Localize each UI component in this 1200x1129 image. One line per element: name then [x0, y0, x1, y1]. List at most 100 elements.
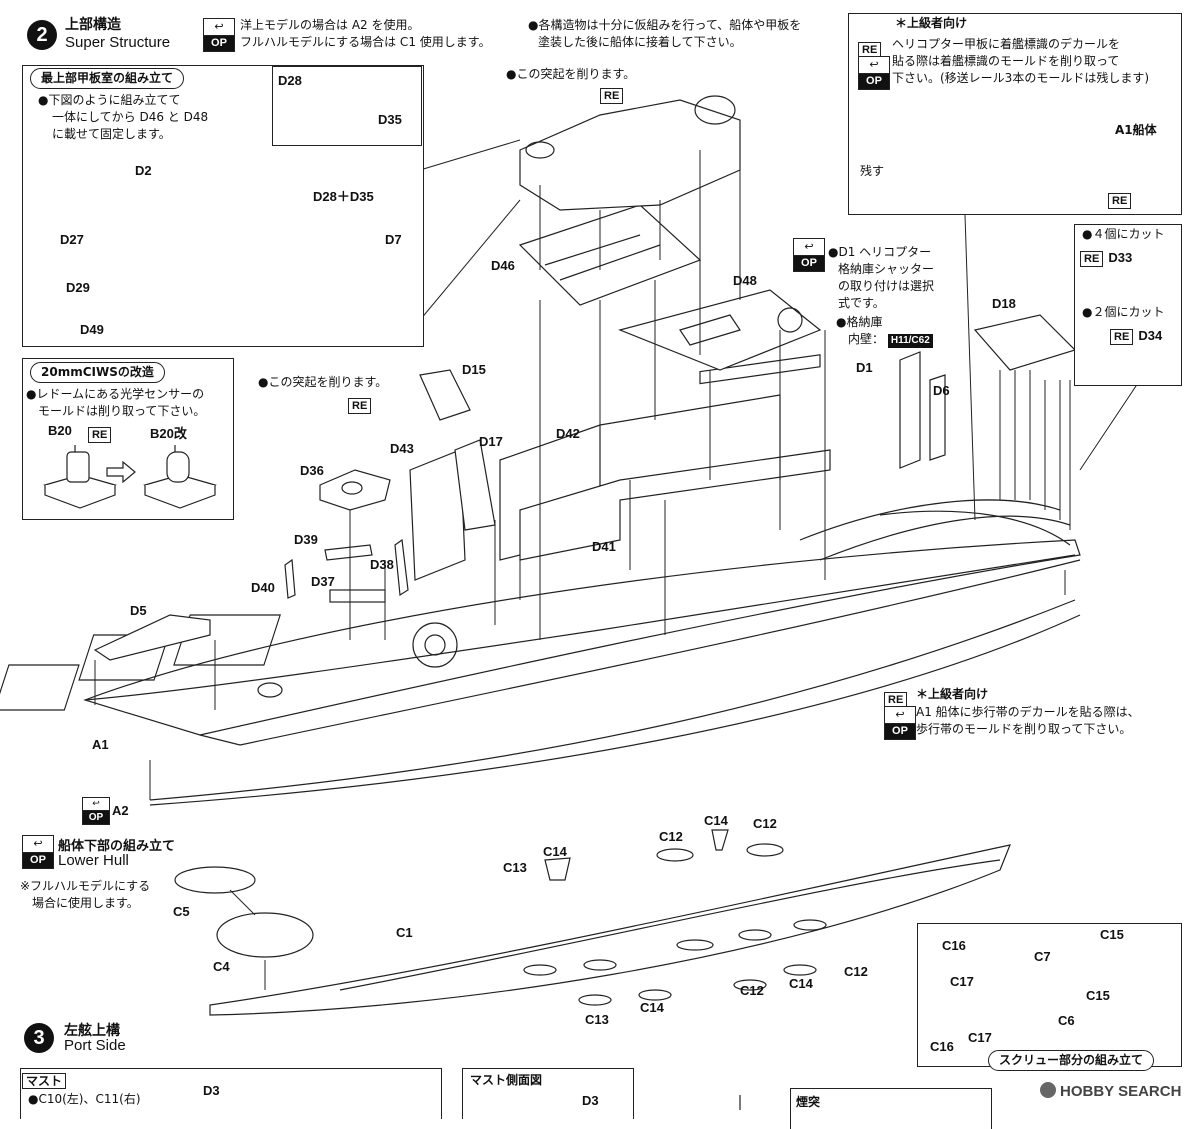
re-tag-ciws: RE: [88, 423, 112, 443]
label-c1: C1: [396, 925, 413, 940]
ciws-box-note: ●レドームにある光学センサーの モールドは削り取って下さい。: [26, 387, 206, 418]
label-d36: D36: [300, 463, 324, 478]
label-d6: D6: [933, 383, 950, 398]
label-d33: D33: [1108, 250, 1133, 265]
label-c13-top: C13: [503, 860, 527, 875]
label-c6: C6: [1058, 1013, 1075, 1028]
label-d2: D2: [135, 163, 152, 178]
label-c12-bottom-mid: C12: [740, 983, 764, 998]
label-a2: A2: [112, 803, 129, 818]
op-icon-hangar: ↩ OP: [793, 238, 825, 272]
walkway-note: A1 船体に歩行帯のデカールを貼る際は、 歩行帯のモールドを削り取って下さい。: [916, 705, 1140, 736]
label-d29: D29: [66, 280, 90, 295]
re-tag-helideck: RE: [1108, 189, 1132, 209]
label-d38: D38: [370, 557, 394, 572]
bridge-box-title: 最上部甲板室の組み立て: [30, 68, 185, 89]
label-d34: D34: [1138, 328, 1163, 343]
label-c14-top-right: C14: [704, 813, 728, 828]
advanced-title: ＊上級者向け: [895, 16, 968, 30]
step3-title-jp: 左舷上構: [64, 1023, 120, 1039]
label-d5: D5: [130, 603, 147, 618]
lower-hull-note: ※フルハルモデルにする 場合に使用します。: [20, 879, 151, 910]
label-b20-mod: B20改: [150, 426, 187, 441]
mast-parts-note: ●C10(左)、C11(右): [28, 1092, 141, 1106]
d33-line: RE D33: [1080, 247, 1132, 267]
label-c12-bottom-right: C12: [844, 964, 868, 979]
label-d40: D40: [251, 580, 275, 595]
chimney-label: 煙突: [796, 1095, 821, 1109]
label-a1: A1: [92, 737, 109, 752]
re-tag-advanced: RE: [858, 38, 882, 58]
label-d3-left: D3: [203, 1083, 220, 1098]
step3-number: 3: [24, 1023, 54, 1053]
mast-tag: マスト: [22, 1070, 67, 1089]
cut4-note: ●４個にカット: [1082, 227, 1165, 241]
label-c14-top: C14: [543, 844, 567, 859]
hangar-wall-head: ●格納庫: [836, 315, 883, 329]
label-c15-top: C15: [1100, 927, 1124, 942]
assembly-note: ●各構造物は十分に仮組みを行って、船体や甲板を 塗装した後に船体に接着して下さい…: [528, 18, 802, 49]
label-d28-d35: D28＋D35: [313, 189, 374, 204]
label-d28-top: D28: [278, 73, 302, 88]
label-d43: D43: [390, 441, 414, 456]
label-d18: D18: [992, 296, 1016, 311]
lower-hull-title-jp: 船体下部の組み立て: [58, 839, 176, 854]
cut2-note: ●２個にカット: [1082, 305, 1165, 319]
label-d1: D1: [856, 360, 873, 375]
lower-hull-title-en: Lower Hull: [58, 852, 129, 869]
label-c5: C5: [173, 904, 190, 919]
label-c16-bottom: C16: [930, 1039, 954, 1054]
swap-icon: ↩: [204, 19, 234, 36]
step-number: 2: [27, 20, 57, 50]
label-c16-top: C16: [942, 938, 966, 953]
label-a1-hull: A1船体: [1115, 123, 1157, 137]
label-d35: D35: [378, 112, 402, 127]
advanced-note: ヘリコプター甲板に着艦標識のデカールを 貼る際は着艦標識のモールドを削り取って …: [892, 37, 1149, 85]
step3-title-en: Port Side: [64, 1037, 126, 1054]
label-c17-bottom: C17: [968, 1030, 992, 1045]
step-title-jp: 上部構造: [65, 17, 121, 33]
op-option-icon: ↩ OP: [203, 18, 235, 52]
d28-d35-subbox: [272, 66, 422, 146]
label-d37: D37: [311, 574, 335, 589]
d34-line: RE D34: [1110, 325, 1162, 345]
bridge-box-note: ●下図のように組み立てて 一体にしてから D46 と D48 に載せて固定します…: [38, 93, 209, 141]
hangar-shutter-note: ●D1 ヘリコプター 格納庫シャッター の取り付けは選択 式です。: [828, 245, 935, 310]
paint-code-badge: H11/C62: [887, 334, 933, 348]
walkway-title: ＊上級者向け: [916, 687, 989, 701]
mast-side-title: マスト側面図: [470, 1073, 543, 1087]
label-d46: D46: [491, 258, 515, 273]
remove-note-top: ●この突起を削ります。: [506, 67, 636, 81]
label-c12-top-right: C12: [753, 816, 777, 831]
chimney-box: [790, 1088, 992, 1129]
label-d42: D42: [556, 426, 580, 441]
label-d7: D7: [385, 232, 402, 247]
label-c7: C7: [1034, 949, 1051, 964]
label-c15-bottom: C15: [1086, 988, 1110, 1003]
label-b20: B20: [48, 423, 72, 438]
op-icon-lower-hull: ↩ OP: [22, 835, 54, 869]
label-keep: 残す: [860, 164, 885, 178]
screw-box-title: スクリュー部分の組み立て: [988, 1050, 1155, 1071]
re-tag-mid: RE: [348, 394, 372, 414]
label-c12-top-left: C12: [659, 829, 683, 844]
label-d41: D41: [592, 539, 616, 554]
ciws-drawing: [43, 445, 217, 509]
label-d27: D27: [60, 232, 84, 247]
label-d39: D39: [294, 532, 318, 547]
label-c14-bottom-left: C14: [640, 1000, 664, 1015]
label-d49: D49: [80, 322, 104, 337]
ciws-box-title: 20mmCIWSの改造: [30, 362, 165, 383]
label-d48: D48: [733, 273, 757, 288]
label-d3-right: D3: [582, 1093, 599, 1108]
step-title-en: Super Structure: [65, 34, 171, 51]
label-d15: D15: [462, 362, 486, 377]
op-icon-walkway: ↩ OP: [884, 706, 916, 740]
logo-icon: [1040, 1082, 1056, 1098]
re-tag-walkway: RE: [884, 688, 908, 708]
op-icon-advanced: ↩ OP: [858, 56, 890, 90]
op-icon-a2: ↩ OP: [82, 797, 110, 825]
label-d17: D17: [479, 434, 503, 449]
label-c13-bottom: C13: [585, 1012, 609, 1027]
label-c14-bottom-right: C14: [789, 976, 813, 991]
